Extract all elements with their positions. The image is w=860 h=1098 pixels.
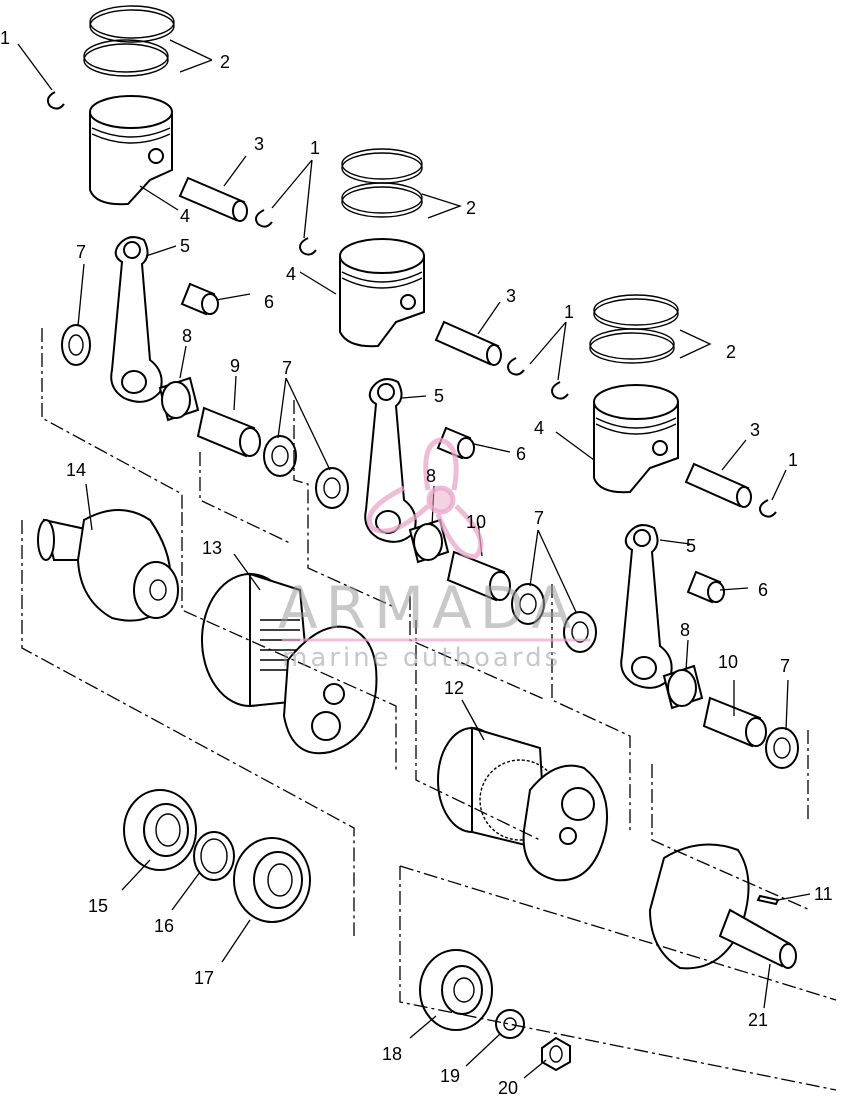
callout-1: 1	[310, 138, 320, 158]
main-bearing-15	[123, 789, 197, 871]
crankpin-10a	[446, 550, 511, 602]
callout-3: 3	[750, 420, 760, 440]
callout-19: 19	[440, 1066, 460, 1086]
washer-19	[495, 1009, 525, 1039]
callout-8: 8	[426, 466, 436, 486]
crank-section-14	[37, 509, 179, 622]
callout-15: 15	[88, 896, 108, 916]
thrust-washer-1	[61, 324, 91, 366]
callout-1: 1	[0, 28, 10, 48]
callout-7: 7	[76, 242, 86, 262]
callout-7: 7	[282, 358, 292, 378]
needle-bearing-large-1	[158, 376, 200, 422]
piston-pin-1	[178, 176, 248, 222]
crank-section-21	[648, 843, 797, 970]
piston-3	[593, 384, 679, 494]
connecting-rod-3	[620, 524, 673, 689]
callout-2: 2	[466, 198, 476, 218]
circlip-2b	[507, 357, 525, 376]
callout-8: 8	[182, 326, 192, 346]
needle-bearing-small-1	[180, 282, 219, 316]
nut-20	[541, 1036, 571, 1072]
callout-6: 6	[516, 444, 526, 464]
piston-rings-2	[341, 148, 423, 218]
main-bearing-17	[233, 837, 311, 923]
callout-3: 3	[506, 286, 516, 306]
circlip-3a	[551, 381, 569, 400]
armada-watermark: ARMADA marine outboards	[278, 437, 590, 673]
callout-13: 13	[202, 538, 222, 558]
callout-12: 12	[444, 678, 464, 698]
needle-bearing-small-3	[686, 570, 725, 604]
callout-5: 5	[180, 236, 190, 256]
callout-7: 7	[780, 656, 790, 676]
callout-11: 11	[814, 884, 833, 904]
callout-4: 4	[180, 206, 190, 226]
thrust-washer-2	[263, 435, 349, 509]
crank-section-12	[437, 726, 608, 882]
connecting-rod-2	[364, 378, 417, 543]
main-bearing-18	[419, 949, 493, 1031]
needle-bearing-large-3	[662, 664, 704, 710]
callout-1: 1	[788, 450, 798, 470]
callout-labels: 1 2 3 1 4 2 5 7 4 6 3 1 2 8 9 7 5 4 3 6 …	[0, 28, 833, 1098]
callout-21: 21	[748, 1010, 768, 1030]
piston-rings-3	[589, 294, 679, 364]
callout-6: 6	[264, 292, 274, 312]
callout-5: 5	[434, 386, 444, 406]
callout-18: 18	[382, 1044, 402, 1064]
connecting-rod-1	[110, 236, 163, 403]
thrust-washer-4	[765, 727, 799, 769]
watermark-brand: ARMADA	[278, 574, 579, 642]
watermark-tagline: marine outboards	[282, 643, 561, 673]
piston-rings-1	[83, 5, 175, 77]
callout-3: 3	[254, 134, 264, 154]
woodruff-key-11	[756, 894, 780, 906]
callout-20: 20	[498, 1078, 518, 1098]
thrust-washer-3	[511, 583, 597, 653]
callout-4: 4	[286, 264, 296, 284]
propeller-logo-icon	[366, 437, 484, 559]
piston-pin-3	[684, 462, 752, 508]
callout-14: 14	[66, 460, 86, 480]
piston-pin-2	[434, 320, 502, 366]
alignment-lines	[21, 328, 837, 1091]
callout-8: 8	[680, 620, 690, 640]
needle-bearing-large-2	[408, 518, 450, 564]
seal-ring-16	[193, 831, 235, 881]
circlip-3b	[759, 499, 777, 518]
crankpin-10b	[702, 696, 767, 748]
crankpin-9	[196, 406, 261, 458]
piston-2	[339, 238, 425, 348]
callout-7: 7	[534, 508, 544, 528]
callout-6: 6	[758, 580, 768, 600]
circlip-1b	[255, 209, 273, 228]
callout-5: 5	[686, 536, 696, 556]
circlip-2a	[299, 237, 317, 256]
callout-16: 16	[154, 916, 174, 936]
callout-2: 2	[726, 342, 736, 362]
callout-10: 10	[718, 652, 738, 672]
crank-section-13	[201, 572, 378, 755]
callout-10: 10	[466, 512, 486, 532]
callout-1: 1	[564, 302, 574, 322]
circlip-1a	[46, 91, 65, 110]
callout-2: 2	[220, 52, 230, 72]
callout-9: 9	[230, 356, 240, 376]
piston-1	[89, 95, 173, 206]
callout-17: 17	[194, 968, 214, 988]
callout-4: 4	[534, 418, 544, 438]
